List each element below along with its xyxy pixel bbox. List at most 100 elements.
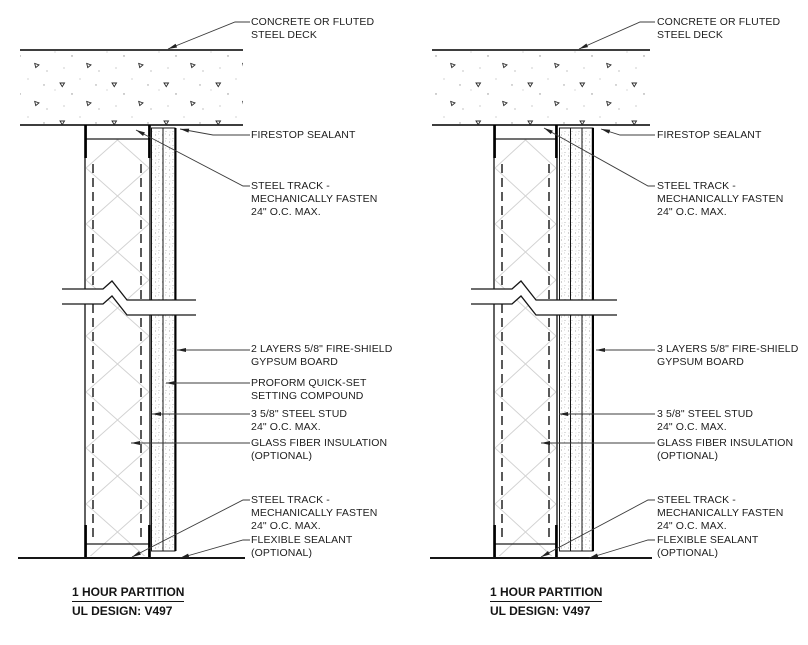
track-flange — [555, 125, 558, 158]
label-line: 24" O.C. MAX. — [251, 421, 321, 433]
label-line: (OPTIONAL) — [657, 450, 719, 462]
arrowhead — [131, 441, 140, 445]
track-flange — [493, 525, 496, 558]
label-steel-track-bottom: STEEL TRACK - MECHANICALLY FASTEN 24" O.… — [251, 494, 377, 533]
label-line: GYPSUM BOARD — [251, 356, 338, 368]
leader-left-concrete-deck — [167, 21, 250, 50]
track-flange — [493, 125, 496, 158]
break-symbol — [62, 295, 196, 316]
label-firestop-sealant: FIRESTOP SEALANT — [251, 129, 356, 142]
right-drawing-title: 1 HOUR PARTITION UL DESIGN: V497 — [490, 585, 603, 619]
label-flexible-sealant: FLEXIBLE SEALANT (OPTIONAL) — [251, 534, 352, 560]
arrowhead — [177, 348, 186, 352]
glass-fiber-insulation — [495, 139, 556, 556]
label-line: GLASS FIBER INSULATION — [251, 437, 388, 449]
label-line: STEEL DECK — [657, 29, 723, 41]
leader-left-steel-stud — [152, 412, 250, 416]
leader-right-gypsum-board — [596, 348, 655, 352]
track-flange — [148, 125, 151, 158]
partition-title: 1 HOUR PARTITION — [72, 585, 185, 602]
label-glass-fiber-insulation: GLASS FIBER INSULATION (OPTIONAL) — [657, 437, 793, 463]
gypsum-board-layer — [151, 127, 164, 552]
leader-lines — [131, 21, 655, 559]
concrete-deck — [432, 50, 650, 125]
label-line: FIRESTOP SEALANT — [657, 129, 762, 141]
arrowhead — [168, 43, 178, 49]
label-line: FLEXIBLE SEALANT — [657, 534, 759, 546]
label-line: STEEL TRACK - — [657, 180, 736, 192]
label-concrete-deck: CONCRETE OR FLUTED STEEL DECK — [251, 16, 374, 42]
label-line: FIRESTOP SEALANT — [251, 129, 356, 141]
gypsum-board-layer — [570, 127, 583, 552]
label-line: SETTING COMPOUND — [251, 390, 364, 402]
label-flexible-sealant: FLEXIBLE SEALANT (OPTIONAL) — [657, 534, 758, 560]
break-symbol — [471, 295, 617, 316]
label-line: GYPSUM BOARD — [657, 356, 744, 368]
label-line: 2 LAYERS 5/8" FIRE-SHIELD — [251, 343, 393, 355]
label-gypsum-board: 2 LAYERS 5/8" FIRE-SHIELD GYPSUM BOARD — [251, 343, 392, 369]
arrowhead — [541, 551, 550, 557]
break-symbol — [471, 280, 617, 301]
label-line: 3 5/8" STEEL STUD — [251, 408, 348, 420]
arrowhead — [180, 553, 190, 558]
label-line: STEEL TRACK - — [251, 180, 330, 192]
label-line: MECHANICALLY FASTEN — [657, 507, 784, 519]
label-line: 24" O.C. MAX. — [251, 206, 321, 218]
concrete-deck — [20, 50, 243, 125]
track-flange — [148, 525, 151, 558]
track-flange — [84, 525, 87, 558]
label-glass-fiber-insulation: GLASS FIBER INSULATION (OPTIONAL) — [251, 437, 387, 463]
leader-right-steel-track-bottom — [540, 499, 655, 558]
label-setting-compound: PROFORM QUICK-SET SETTING COMPOUND — [251, 377, 366, 403]
label-line: 3 LAYERS 5/8" FIRE-SHIELD — [657, 343, 799, 355]
label-line: 3 5/8" STEEL STUD — [657, 408, 754, 420]
leader-left-glass-fiber — [131, 441, 250, 445]
label-concrete-deck: CONCRETE OR FLUTED STEEL DECK — [657, 16, 780, 42]
gypsum-board-layer — [581, 127, 594, 552]
leader-left-flexible-sealant — [179, 539, 250, 559]
leader-right-steel-stud — [559, 412, 655, 416]
label-line: STEEL TRACK - — [251, 494, 330, 506]
arrowhead — [132, 551, 141, 557]
leader-left-firestop-sealant — [179, 128, 250, 136]
label-gypsum-board: 3 LAYERS 5/8" FIRE-SHIELD GYPSUM BOARD — [657, 343, 798, 369]
arrowhead — [544, 128, 553, 135]
label-steel-track-top: STEEL TRACK - MECHANICALLY FASTEN 24" O.… — [657, 180, 783, 219]
leader-right-steel-track-top — [543, 127, 655, 187]
track-flange — [84, 125, 87, 158]
arrowhead — [596, 348, 605, 352]
leader-left-steel-track-top — [135, 129, 250, 187]
arrowhead — [136, 130, 145, 136]
left-partition-drawing — [18, 49, 245, 559]
label-steel-stud: 3 5/8" STEEL STUD 24" O.C. MAX. — [657, 408, 753, 434]
label-line: (OPTIONAL) — [657, 547, 719, 559]
label-firestop-sealant: FIRESTOP SEALANT — [657, 129, 762, 142]
label-line: MECHANICALLY FASTEN — [251, 507, 378, 519]
ul-design-number: UL DESIGN: V497 — [72, 604, 173, 618]
arrowhead — [541, 441, 550, 445]
arrowhead — [152, 412, 161, 416]
label-line: 24" O.C. MAX. — [657, 520, 727, 532]
arrowhead — [180, 128, 190, 133]
label-line: MECHANICALLY FASTEN — [657, 193, 784, 205]
label-line: FLEXIBLE SEALANT — [251, 534, 353, 546]
leader-left-setting-compound — [166, 381, 250, 385]
left-drawing-title: 1 HOUR PARTITION UL DESIGN: V497 — [72, 585, 185, 619]
break-symbol — [62, 280, 196, 301]
leader-right-firestop-sealant — [600, 128, 655, 136]
arrowhead — [166, 381, 175, 385]
leader-right-glass-fiber — [541, 441, 655, 445]
label-line: 24" O.C. MAX. — [657, 206, 727, 218]
ul-design-number: UL DESIGN: V497 — [490, 604, 591, 618]
label-line: STEEL DECK — [251, 29, 317, 41]
gypsum-board-layer — [559, 127, 571, 552]
arrowhead — [601, 129, 611, 134]
label-line: (OPTIONAL) — [251, 450, 313, 462]
arrowhead — [559, 412, 568, 416]
label-line: MECHANICALLY FASTEN — [251, 193, 378, 205]
label-steel-track-top: STEEL TRACK - MECHANICALLY FASTEN 24" O.… — [251, 180, 377, 219]
arrowhead — [579, 43, 589, 49]
label-line: GLASS FIBER INSULATION — [657, 437, 794, 449]
